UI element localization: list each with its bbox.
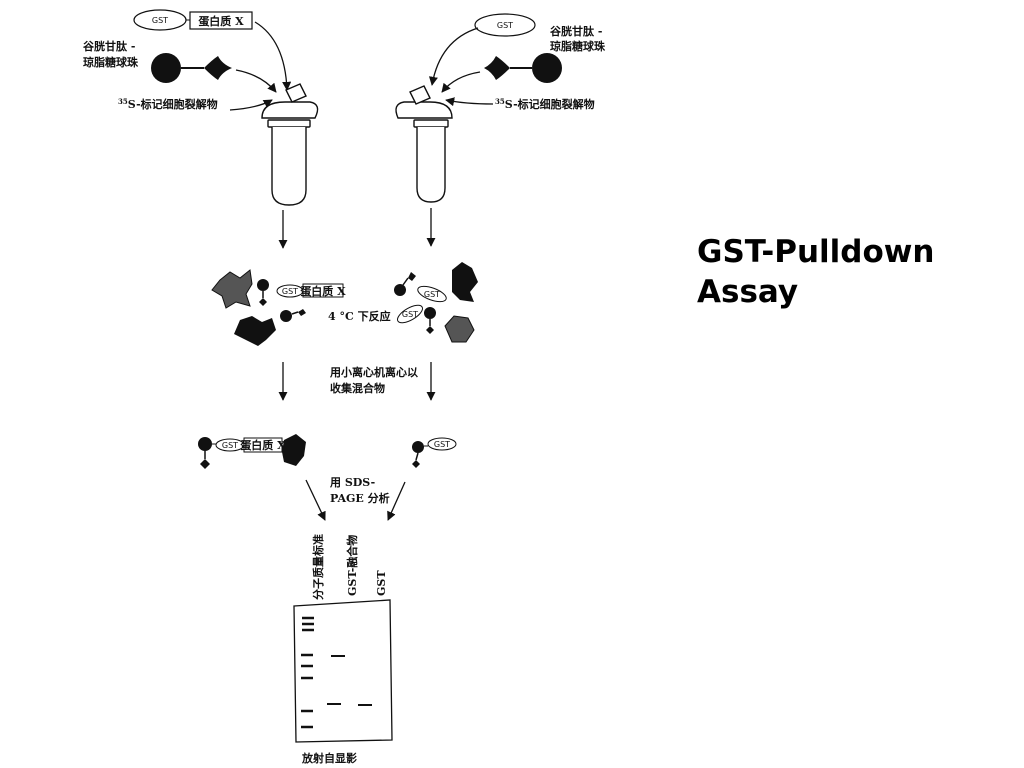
protein-x-label: 蛋白质 X: [198, 14, 244, 28]
tube-down-arrows: [278, 208, 436, 249]
bead-label-line1: 谷胱甘肽 -: [83, 39, 135, 53]
gst-free-label-2: GST: [402, 310, 418, 319]
agarose-bead: [151, 53, 181, 83]
lysate-text-left: S-标记细胞裂解物: [128, 97, 218, 111]
gel: [293, 599, 393, 743]
left-reagents: GST 蛋白质 X 谷胱甘肽 - 琼脂糖球珠 35S-标记细胞裂解物: [83, 9, 253, 111]
pellet-left: GST 蛋白质 X: [198, 434, 306, 469]
gst-pellet-label: GST: [222, 441, 238, 450]
protein-x-mix-label: 蛋白质 X: [300, 284, 346, 298]
reaction-label: 4 °C 下反应: [328, 309, 391, 323]
cell-protein-blob: [211, 269, 253, 309]
cell-protein-blob: [234, 316, 276, 346]
tube-left: [261, 83, 319, 206]
centrifuge-line1: 用小离心机离心以: [330, 365, 418, 379]
lysate-label-left: 35S-标记细胞裂解物: [118, 97, 218, 111]
slide-title: GST-Pulldown Assay: [697, 232, 1007, 312]
mixing-stage: GST 蛋白质 X GST GST 4 °C 下反应: [211, 262, 478, 346]
bead-label-right-line2: 琼脂糖球珠: [550, 39, 606, 53]
tube-right: [395, 85, 453, 203]
protein-x-pellet-label: 蛋白质 X: [240, 438, 286, 452]
gel-outline: [293, 599, 393, 743]
lysate-text-right: S-标记细胞裂解物: [505, 97, 595, 111]
glutathione-ligand: [204, 56, 232, 80]
lane-label-fusion: GST-融合物: [345, 535, 359, 596]
gst-label-right: GST: [497, 21, 513, 30]
sds-line1: 用 SDS-: [330, 476, 375, 489]
right-arrows-top: [428, 27, 494, 107]
pellet-right: GST: [412, 437, 457, 468]
autoradiography-label: 放射自显影: [301, 751, 357, 765]
lysate-sup-left: 35: [118, 97, 128, 106]
agarose-bead-right: [532, 53, 562, 83]
lane-labels: 分子质量标准 GST-融合物 GST: [311, 534, 388, 600]
cell-protein-blob: [444, 315, 475, 343]
lane-label-marker: 分子质量标准: [311, 534, 325, 600]
bead-label-right-line1: 谷胱甘肽 -: [550, 24, 602, 38]
bead-label-line2: 琼脂糖球珠: [83, 55, 139, 69]
lane-label-gst: GST: [375, 570, 388, 596]
gst-ellipse-right: [474, 13, 536, 37]
slide-title-line2: Assay: [697, 274, 799, 310]
slide-title-line1: GST-Pulldown: [697, 234, 935, 270]
sample-bands: [327, 655, 372, 706]
sds-line2: PAGE 分析: [330, 491, 390, 505]
right-reagents: GST 谷胱甘肽 - 琼脂糖球珠 35S-标记细胞裂解物: [474, 13, 606, 111]
lysate-sup-right: 35: [495, 97, 505, 106]
gst-tag-label: GST: [152, 16, 168, 25]
gst-pellet-right-label: GST: [434, 440, 450, 449]
sds-step: 用 SDS- PAGE 分析: [305, 476, 406, 521]
left-arrows-top: [229, 21, 292, 111]
centrifuge-line2: 收集混合物: [330, 381, 385, 395]
gst-free-label-1: GST: [424, 290, 440, 299]
gst-mix-label: GST: [282, 287, 298, 296]
cell-protein-blob: [452, 262, 478, 302]
centrifuge-step: 用小离心机离心以 收集混合物: [278, 362, 436, 401]
marker-lane-bands: [301, 616, 314, 729]
glutathione-ligand-right: [484, 56, 510, 80]
lysate-label-right: 35S-标记细胞裂解物: [495, 97, 595, 111]
protein-x-box: [189, 11, 253, 30]
